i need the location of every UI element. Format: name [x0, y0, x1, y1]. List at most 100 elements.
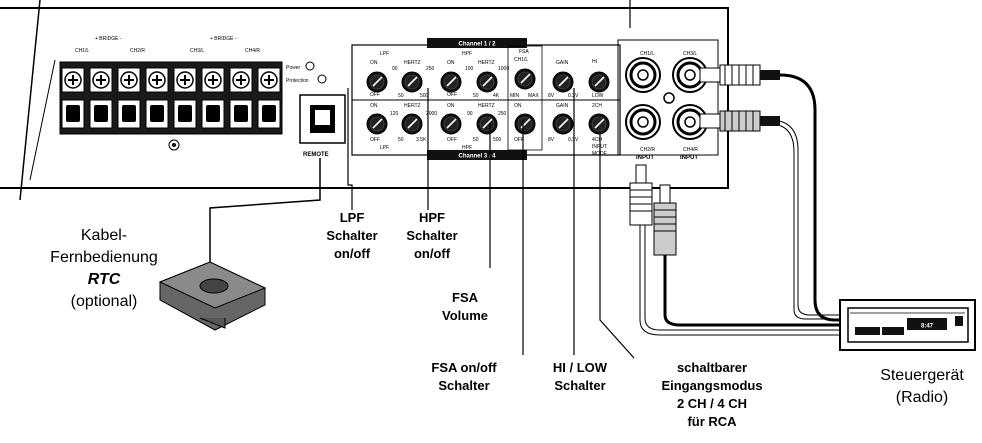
- speaker-ch1-label: CH1/L: [75, 48, 89, 54]
- ch4-label: 4CH: [592, 137, 602, 143]
- lpf-bot-hertz: HERTZ: [404, 103, 421, 109]
- lpf-top-scale-a: 90: [392, 66, 398, 72]
- speaker-terminal[interactable]: [173, 67, 197, 129]
- hpf-frequency-knob-bottom[interactable]: [476, 113, 498, 135]
- gain-top-label: GAIN: [556, 60, 569, 66]
- speaker-terminal[interactable]: [201, 67, 225, 129]
- ch2-label: 2CH: [592, 103, 602, 109]
- callout-hpf-3: on/off: [414, 246, 451, 261]
- hpf-top-hertz: HERTZ: [478, 60, 495, 66]
- rca-plugs: [629, 64, 780, 256]
- remote-control-device: [158, 158, 321, 331]
- speaker-ch3-label: CH3/L: [190, 48, 204, 54]
- callout-hpf-2: Schalter: [406, 228, 457, 243]
- fsa-off-label: OFF: [514, 137, 524, 143]
- lpf-bot-scale-a: 120: [390, 111, 399, 117]
- hpf-top-label: HPF: [462, 51, 472, 57]
- input-mode-switch[interactable]: [588, 113, 610, 135]
- speaker-terminal[interactable]: [117, 67, 141, 129]
- lpf-bot-scale-c: 50: [398, 137, 404, 143]
- callout-fsa-switch-2: Schalter: [438, 378, 489, 393]
- lpf-switch-top[interactable]: [366, 71, 388, 93]
- radio-display: 8:47: [921, 324, 934, 330]
- fsa-volume-knob[interactable]: [514, 68, 536, 90]
- hpf-switch-top[interactable]: [440, 71, 462, 93]
- speaker-terminal[interactable]: [145, 67, 169, 129]
- protection-led: [317, 74, 327, 84]
- callout-fsa-switch-1: FSA on/off: [431, 360, 497, 375]
- speaker-terminal-block: + BRIDGE - + BRIDGE - CH1/L CH2/R CH3/L …: [59, 36, 283, 151]
- lpf-switch-bottom[interactable]: [366, 113, 388, 135]
- rca-input-left: INPUT: [636, 155, 654, 161]
- rca-jack-ch1[interactable]: [625, 57, 661, 93]
- bridge-label-left: + BRIDGE -: [95, 36, 122, 42]
- lpf-bot-off: OFF: [370, 137, 380, 143]
- speaker-terminal[interactable]: [229, 67, 253, 129]
- lpf-frequency-knob-bottom[interactable]: [401, 113, 423, 135]
- channel-12-label: Channel 1 / 2: [458, 42, 496, 48]
- hpf-top-scale-c: 50: [473, 93, 479, 99]
- rca-cables: [639, 73, 840, 336]
- lpf-top-scale-c: 50: [398, 93, 404, 99]
- gain-top-min: 8V: [548, 93, 555, 99]
- lpf-bot-scale-d: 3.5K: [416, 137, 427, 143]
- protection-label: Protection: [286, 78, 309, 84]
- lpf-top-scale-d: 500: [420, 93, 429, 99]
- speaker-terminal[interactable]: [89, 67, 113, 129]
- callout-hpf-1: HPF: [419, 210, 445, 225]
- gain-knob-bottom[interactable]: [552, 113, 574, 135]
- remote-note-3: RTC: [88, 271, 121, 288]
- hpf-bot-scale-b: 250: [498, 111, 507, 117]
- lpf-top-off: OFF: [370, 92, 380, 98]
- rca-ch4-label: CH4/R: [683, 147, 698, 153]
- radio-note-1: Steuergerät: [880, 367, 964, 384]
- hpf-bot-hertz: HERTZ: [478, 103, 495, 109]
- gain-bot-min: 8V: [548, 137, 555, 143]
- fsa-max-label: MAX: [528, 93, 540, 99]
- hi-label: HI: [592, 59, 597, 65]
- callout-mode-1: schaltbarer: [677, 360, 747, 375]
- remote-label: REMOTE: [303, 152, 329, 158]
- lpf-bot-scale-b: 2000: [426, 111, 437, 117]
- fsa-ch-label: CH1/L: [514, 57, 528, 63]
- hpf-top-on: ON: [447, 60, 455, 66]
- rca-ch2-label: CH2/R: [640, 147, 655, 153]
- lpf-frequency-knob-top[interactable]: [401, 71, 423, 93]
- lpf-bot-on: ON: [370, 103, 378, 109]
- lpf-top-label: LPF: [380, 51, 389, 57]
- callout-lpf-1: LPF: [340, 210, 365, 225]
- hpf-switch-bottom[interactable]: [440, 113, 462, 135]
- rca-jack-ch4[interactable]: [672, 104, 708, 140]
- remote-note-4: (optional): [71, 293, 138, 310]
- callout-fsa-volume-1: FSA: [452, 290, 479, 305]
- fsa-min-label: MIN: [510, 93, 520, 99]
- power-led: [305, 61, 315, 71]
- speaker-terminal[interactable]: [61, 67, 85, 129]
- hpf-top-off: OFF: [447, 92, 457, 98]
- callout-hilow-1: HI / LOW: [553, 360, 608, 375]
- gain-knob-top[interactable]: [552, 71, 574, 93]
- lpf-top-hertz: HERTZ: [404, 60, 421, 66]
- lpf-top-scale-b: 250: [426, 66, 435, 72]
- lpf-bot-label: LPF: [380, 145, 389, 151]
- remote-note-2: Fernbedienung: [50, 249, 158, 266]
- controls-panel: Channel 1 / 2 Channel 3 / 4 LPF HPF HERT…: [351, 38, 621, 160]
- hi-low-switch[interactable]: [588, 71, 610, 93]
- callout-mode-2: Eingangsmodus: [661, 378, 762, 393]
- channel-34-label: Channel 3 / 4: [458, 154, 496, 160]
- fsa-switch[interactable]: [514, 113, 536, 135]
- hpf-top-scale-b: 1000: [498, 66, 509, 72]
- hpf-bot-scale-c: 50: [473, 137, 479, 143]
- remote-note-1: Kabel-: [81, 227, 127, 244]
- speaker-terminal[interactable]: [257, 67, 281, 129]
- remote-jack: REMOTE: [299, 94, 346, 158]
- fsa-label: FSA: [519, 49, 529, 55]
- rca-jack-ch3[interactable]: [672, 57, 708, 93]
- speaker-ch4-label: CH4/R: [245, 48, 260, 54]
- callout-mode-4: für RCA: [687, 414, 737, 429]
- rca-jack-ch2[interactable]: [625, 104, 661, 140]
- hpf-frequency-knob-top[interactable]: [476, 71, 498, 93]
- radio-note: Steuergerät (Radio): [880, 367, 964, 406]
- hpf-top-scale-d: 4K: [493, 93, 500, 99]
